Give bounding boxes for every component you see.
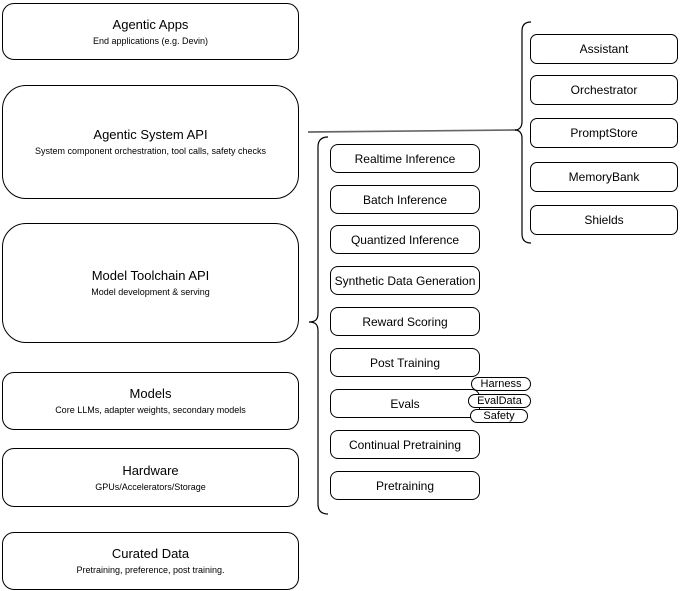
eval-tag-label: Safety: [483, 410, 515, 422]
toolchain-node-label: Synthetic Data Generation: [334, 273, 476, 288]
layer-node-hardware: Hardware GPUs/Accelerators/Storage: [2, 448, 299, 507]
system-component-label: Shields: [584, 213, 624, 227]
toolchain-node-label: Continual Pretraining: [348, 437, 462, 452]
eval-tag-safety: Safety: [470, 409, 528, 423]
layer-subtitle: Pretraining, preference, post training.: [76, 565, 225, 575]
toolchain-node-evals: Evals: [330, 389, 480, 418]
layer-node-models: Models Core LLMs, adapter weights, secon…: [2, 372, 299, 430]
layer-title: Model Toolchain API: [91, 268, 210, 283]
system-component-node-promptstore: PromptStore: [530, 118, 678, 148]
layer-title: Agentic System API: [93, 127, 208, 142]
toolchain-node-post-training: Post Training: [330, 348, 480, 377]
system-component-label: MemoryBank: [568, 170, 640, 184]
system-component-label: PromptStore: [570, 126, 638, 140]
eval-tag-evaldata: EvalData: [468, 394, 531, 408]
layer-node-agentic-system-api: Agentic System API System component orch…: [2, 85, 299, 199]
system-component-node-assistant: Assistant: [530, 34, 678, 64]
eval-tag-label: Harness: [480, 378, 522, 390]
toolchain-node-label: Quantized Inference: [350, 232, 460, 247]
toolchain-node-label: Realtime Inference: [354, 151, 456, 166]
toolchain-node-realtime-inference: Realtime Inference: [330, 144, 480, 173]
layer-node-curated-data: Curated Data Pretraining, preference, po…: [2, 532, 299, 590]
brace-toolchain-group: [308, 136, 329, 515]
system-component-node-orchestrator: Orchestrator: [530, 75, 678, 105]
layer-node-model-toolchain-api: Model Toolchain API Model development & …: [2, 223, 299, 343]
layer-subtitle: End applications (e.g. Devin): [92, 35, 209, 46]
layer-title: Hardware: [122, 462, 179, 478]
brace-system-components-group: [514, 21, 532, 244]
system-component-node-shields: Shields: [530, 205, 678, 235]
toolchain-node-label: Pretraining: [375, 478, 435, 493]
layer-title: Curated Data: [111, 546, 190, 561]
system-component-label: Orchestrator: [570, 83, 638, 97]
system-component-label: Assistant: [579, 42, 629, 56]
connector-line-system-api-to-components: [307, 129, 517, 133]
layer-subtitle: Model development & serving: [91, 287, 210, 297]
toolchain-node-pretraining: Pretraining: [330, 471, 480, 500]
toolchain-node-label: Evals: [390, 396, 420, 411]
toolchain-node-synthetic-data-generation: Synthetic Data Generation: [330, 266, 480, 295]
layer-subtitle: GPUs/Accelerators/Storage: [95, 481, 206, 492]
layer-subtitle: Core LLMs, adapter weights, secondary mo…: [55, 405, 246, 415]
layer-title: Models: [129, 386, 172, 401]
toolchain-node-label: Batch Inference: [362, 192, 448, 207]
layer-title: Agentic Apps: [112, 16, 189, 32]
eval-tag-label: EvalData: [477, 395, 522, 407]
toolchain-node-batch-inference: Batch Inference: [330, 185, 480, 214]
layer-node-agentic-apps: Agentic Apps End applications (e.g. Devi…: [2, 3, 299, 60]
toolchain-node-label: Reward Scoring: [362, 314, 448, 329]
toolchain-node-label: Post Training: [369, 355, 441, 370]
toolchain-node-quantized-inference: Quantized Inference: [330, 225, 480, 254]
toolchain-node-reward-scoring: Reward Scoring: [330, 307, 480, 336]
eval-tag-harness: Harness: [471, 377, 531, 391]
toolchain-node-continual-pretraining: Continual Pretraining: [330, 430, 480, 459]
layer-subtitle: System component orchestration, tool cal…: [34, 146, 267, 156]
system-component-node-memorybank: MemoryBank: [530, 162, 678, 192]
